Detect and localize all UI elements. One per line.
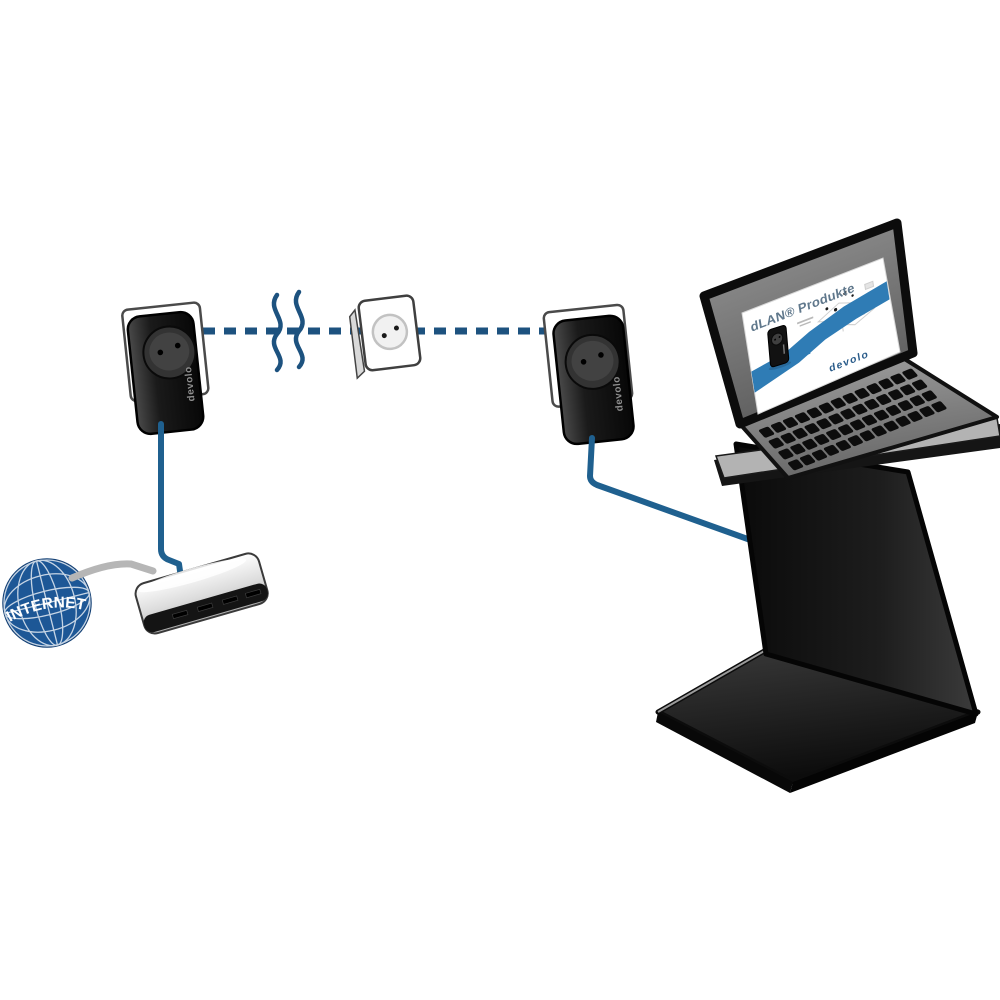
adapter-brand-label: devolo xyxy=(611,376,626,412)
globe-graticule xyxy=(3,559,91,647)
internet-cable xyxy=(68,560,157,582)
powerline-adapter-1: devolo xyxy=(121,301,210,436)
keyboard-key xyxy=(931,401,947,413)
keyboard-key xyxy=(847,435,863,446)
keyboard-key xyxy=(876,394,892,405)
keyboard-key xyxy=(854,388,870,399)
keyboard-key xyxy=(883,420,899,432)
keyboard-key xyxy=(799,454,816,466)
router xyxy=(134,552,269,635)
keyboard-key xyxy=(852,403,868,415)
keyboard-key xyxy=(816,418,832,430)
keyboard-key xyxy=(804,423,820,434)
keyboard-key xyxy=(782,417,799,428)
kiosk-base-lip xyxy=(790,712,978,793)
keyboard-key xyxy=(909,395,925,407)
internet-globe: INTERNET xyxy=(2,558,92,648)
keyboard-key xyxy=(849,419,866,431)
keyboard-key xyxy=(826,429,842,440)
keyboard-key xyxy=(823,444,840,456)
keyboard-key xyxy=(818,402,834,414)
keyboard-key xyxy=(778,448,794,460)
keyboard-key xyxy=(790,443,806,455)
keyboard-key xyxy=(787,459,804,471)
ethernet-cable-adapter1-router xyxy=(158,421,184,581)
slide-product-image xyxy=(767,325,792,370)
keyboard-key xyxy=(768,437,784,449)
slide-caption-placeholder xyxy=(796,316,814,327)
keyboard-key xyxy=(811,449,828,461)
keyboard-key xyxy=(888,389,904,401)
keyboard-key xyxy=(864,398,880,410)
keyboard-key xyxy=(866,383,882,395)
kiosk-stand: dLAN® Produkte devolo xyxy=(655,218,1000,793)
keyboard-key xyxy=(900,384,916,396)
keyboard-key xyxy=(873,409,890,421)
keyboard-key xyxy=(859,430,875,442)
keyboard-key xyxy=(890,373,906,385)
keyboard-key xyxy=(840,408,856,420)
wall-socket xyxy=(348,294,422,380)
powerline-adapter-2: devolo xyxy=(542,303,635,446)
keyboard-key xyxy=(794,412,811,424)
ethernet-cable-adapter2-laptop xyxy=(587,435,759,545)
keyboard-key xyxy=(907,411,923,422)
socket-hole xyxy=(393,325,399,331)
keyboard-key xyxy=(835,440,851,451)
keyboard-key xyxy=(902,368,918,380)
keyboard xyxy=(758,368,947,471)
adapter-brand-label: devolo xyxy=(183,366,198,402)
keyboard-key xyxy=(758,426,775,438)
kiosk-base-lip xyxy=(656,712,793,793)
keyboard-key xyxy=(861,414,878,426)
keyboard-key xyxy=(828,413,844,425)
keyboard-key xyxy=(792,427,808,439)
keyboard-key xyxy=(830,397,846,409)
powerline-signal-waves-icon xyxy=(271,289,305,373)
keyboard-key xyxy=(885,404,902,416)
keyboard-key xyxy=(878,378,894,390)
keyboard-key xyxy=(806,407,822,419)
keyboard-key xyxy=(780,432,796,444)
keyboard-key xyxy=(897,400,913,411)
keyboard-key xyxy=(802,438,818,450)
keyboard-key xyxy=(895,415,911,427)
keyboard-key xyxy=(911,379,928,391)
keyboard-key xyxy=(871,425,887,437)
keyboard-key xyxy=(814,434,830,445)
keyboard-key xyxy=(838,424,854,436)
keyboard-key xyxy=(919,406,935,417)
keyboard-key xyxy=(770,421,787,433)
slide-blue-band xyxy=(751,281,890,393)
keyboard-key xyxy=(842,392,858,404)
socket-hole xyxy=(381,333,387,339)
router-ports xyxy=(171,588,262,620)
keyboard-key xyxy=(921,390,937,402)
